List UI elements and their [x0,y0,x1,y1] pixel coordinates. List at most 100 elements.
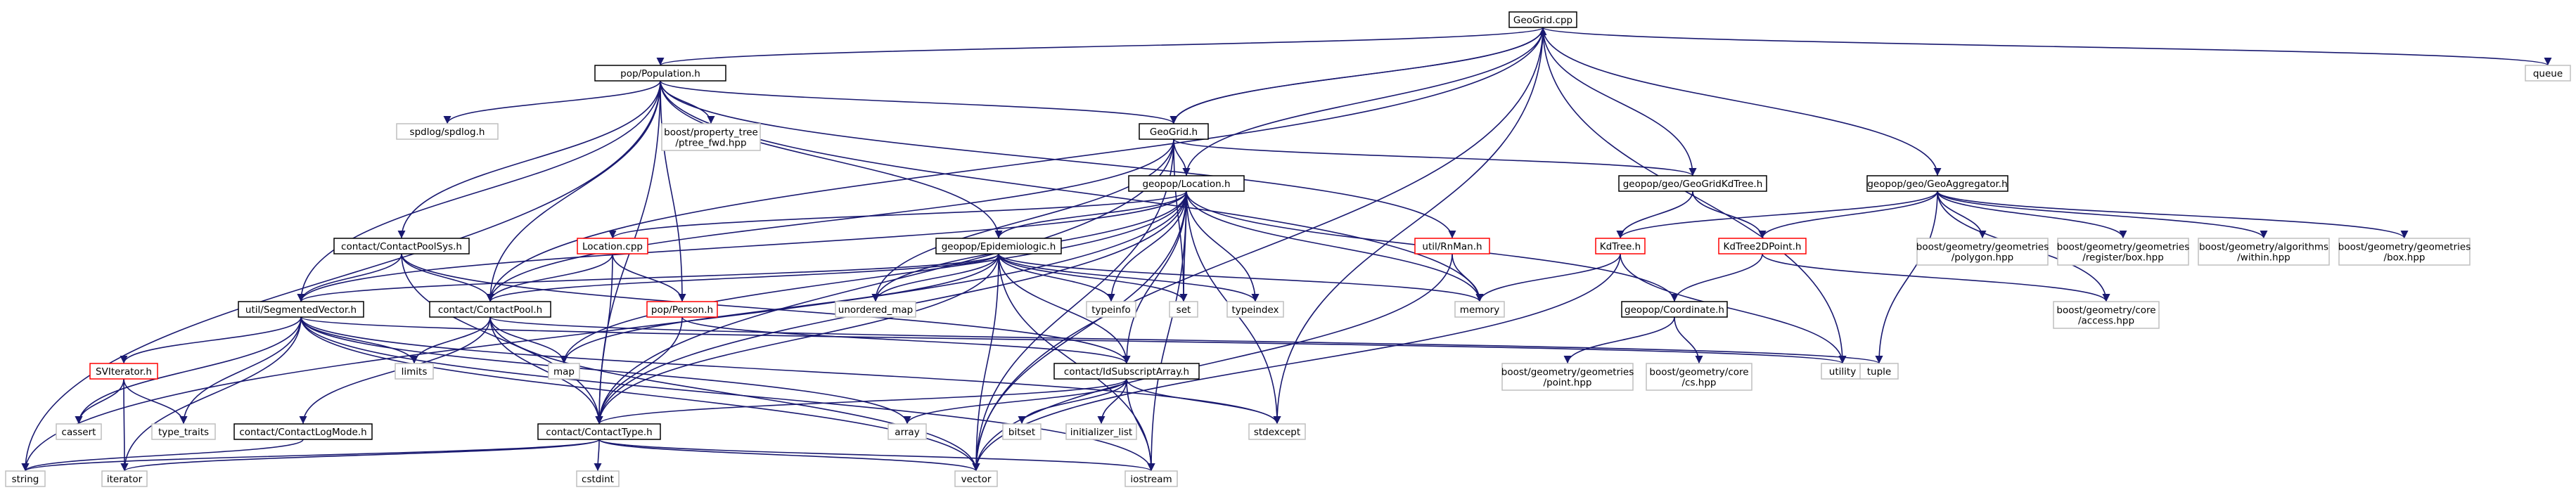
node-person-h[interactable]: pop/Person.h [646,301,718,318]
edge-contactpool-h-to-limits [410,316,491,364]
edge-person-h-to-idsubscriptarray-h [681,316,1131,364]
edge-epidemiologic-h-to-vector [972,253,999,472]
node-geoaggregator-h[interactable]: geopop/geo/GeoAggregator.h [1866,175,2008,192]
node-contactlogmode-h[interactable]: contact/ContactLogMode.h [233,423,373,440]
nodes-layer: GeoGrid.cpppop/Population.hGeoGrid.hqueu… [5,11,2571,487]
node-iterator: iterator [101,470,148,487]
node-label: pop/Person.h [651,304,713,316]
node-type-traits: type_traits [151,423,216,440]
node-label: boost/property_tree/ptree_fwd.hpp [664,127,758,149]
node-location-h[interactable]: geopop/Location.h [1128,175,1245,192]
edge-geoaggregator-h-to-bg-within [1937,191,2268,239]
edge-location-h-to-segmentedvector-h [297,191,1187,302]
node-contacttype-h[interactable]: contact/ContactType.h [537,423,661,440]
node-bg-within: boost/geometry/algorithms/within.hpp [2198,238,2330,266]
node-map: map [548,363,580,380]
node-box [646,301,718,318]
node-limits: limits [395,363,434,380]
node-box [1053,363,1200,380]
edge-population-h-to-string [21,80,661,472]
node-box [238,301,364,318]
edge-contactpoolsys-h-to-contacttype-h [401,253,603,425]
node-bitset: bitset [1002,423,1042,440]
node-label: SVIterator.h [96,366,152,378]
node-label: initializer_list [1070,427,1132,438]
node-coordinate-h[interactable]: geopop/Coordinate.h [1621,301,1728,318]
node-label: cassert [62,427,96,438]
edge-idsubscriptarray-h-to-contacttype-h [595,378,1127,425]
node-vector: vector [954,470,998,487]
edge-epidemiologic-h-to-typeinfo [998,253,1115,302]
node-idsubscriptarray-h[interactable]: contact/IdSubscriptArray.h [1053,363,1200,380]
edge-location-h-to-typeinfo [1107,191,1187,302]
edge-segmentedvector-h-to-type-traits [179,316,302,425]
node-box [429,301,551,318]
edge-epidemiologic-h-to-segmentedvector-h [297,253,999,302]
edge-geogrid-cpp-to-geoaggregator-h [1542,27,1942,176]
edge-geoaggregator-h-to-kdtree-h [1616,191,1938,239]
node-location-cpp[interactable]: Location.cpp [577,238,648,254]
edge-location-h-to-string [21,191,1187,472]
node-box [233,423,373,440]
node-box [1065,423,1137,440]
node-geogrid-cpp[interactable]: GeoGrid.cpp [1508,11,1577,28]
node-box [2525,65,2571,82]
node-bg-box: boost/geometry/geometries/box.hpp [2338,238,2471,266]
node-label: boost/geometry/core/access.hpp [2056,305,2155,327]
node-label: boost/geometry/geometries/point.hpp [1501,367,1634,389]
node-label: string [12,474,39,485]
edge-epidemiologic-h-to-idsubscriptarray-h [998,253,1131,364]
node-geogridkdtree-h[interactable]: geopop/geo/GeoGridKdTree.h [1618,175,1767,192]
node-label: util/RnMan.h [1422,241,1482,252]
node-box [56,423,102,440]
edge-location-cpp-to-contactpool-h [486,253,613,302]
node-epidemiologic-h[interactable]: geopop/Epidemiologic.h [935,238,1062,254]
node-population-h[interactable]: pop/Population.h [594,65,726,82]
node-box [1501,363,1634,391]
node-label: GeoGrid.h [1150,127,1198,138]
node-box [1454,301,1505,318]
edge-geogrid-cpp-to-vector [972,27,1544,472]
node-cassert: cassert [56,423,102,440]
edge-contactpool-h-to-tuple [489,316,1883,364]
node-label: geopop/Location.h [1142,179,1230,190]
edge-geogrid-h-to-set [1173,138,1188,302]
node-kdtree-h[interactable]: KdTree.h [1595,238,1646,254]
node-label: tuple [1867,366,1891,378]
node-label: Location.cpp [582,241,643,252]
node-label: iostream [1130,474,1172,485]
edge-coordinate-h-to-bg-point [1563,316,1675,364]
node-label: boost/geometry/core/cs.hpp [1649,367,1748,389]
edge-epidemiologic-h-to-memory [998,253,1484,302]
node-label: typeinfo [1091,304,1130,316]
node-label: typeindex [1231,304,1279,316]
node-box [1646,363,1752,391]
edge-contacttype-h-to-iterator [120,439,600,472]
node-segmentedvector-h[interactable]: util/SegmentedVector.h [238,301,364,318]
edge-segmentedvector-h-to-svlterator-h [120,316,302,364]
edge-location-h-to-idsubscriptarray-h [1122,191,1187,364]
node-box [835,301,916,318]
node-box [2053,301,2160,329]
node-box [661,123,761,151]
edge-location-h-to-map [560,191,1187,364]
node-svlterator-h[interactable]: SVIterator.h [89,363,158,380]
node-box [576,470,620,487]
node-geogrid-h[interactable]: GeoGrid.h [1139,123,1209,140]
node-label: KdTree2DPoint.h [1724,241,1802,252]
edge-segmentedvector-h-to-cassert [75,316,302,425]
node-contactpool-h[interactable]: contact/ContactPool.h [429,301,551,318]
node-label: map [553,366,575,378]
edge-location-h-to-location-cpp [608,191,1187,239]
node-kdtree2dpoint-h[interactable]: KdTree2DPoint.h [1718,238,1807,254]
node-box [1916,238,2049,266]
node-rnman-h[interactable]: util/RnMan.h [1414,238,1490,254]
node-label: type_traits [158,427,209,438]
edge-epidemiologic-h-to-map [560,253,999,364]
edge-population-h-to-person-h [660,80,686,302]
node-contactpoolsys-h[interactable]: contact/ContactPoolSys.h [333,238,470,254]
node-array: array [887,423,927,440]
edge-segmentedvector-h-to-iterator [120,316,302,472]
node-typeinfo: typeinfo [1086,301,1136,318]
node-bg-point: boost/geometry/geometries/point.hpp [1501,363,1634,391]
